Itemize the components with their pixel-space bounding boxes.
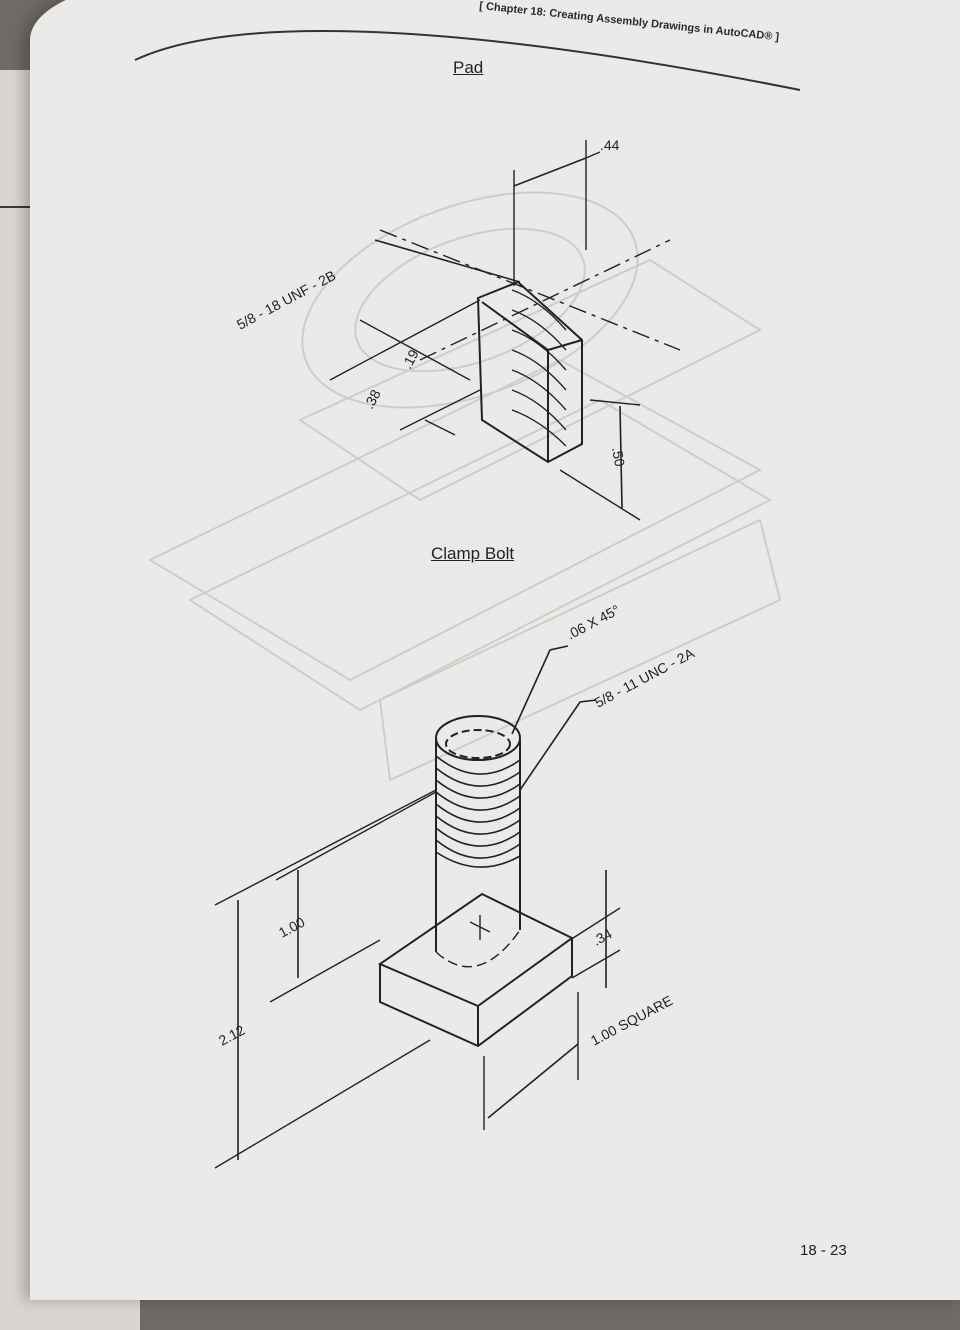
pad-height-ext-bottom — [559, 469, 641, 521]
bolt-top-end — [435, 715, 521, 761]
shank-length-dim: 1.00 — [276, 914, 308, 941]
shank-dim-ext-top — [275, 791, 437, 881]
pad-height-dim: .50 — [609, 446, 628, 468]
chamfer-callout: .06 X 45° — [564, 601, 623, 642]
bolt-head-top — [377, 892, 574, 1008]
bolt-head-hidden — [435, 929, 521, 968]
pad-width-dim-line — [513, 157, 587, 187]
header-rule — [134, 30, 801, 91]
head-size-dim: 1.00 SQUARE — [588, 992, 675, 1049]
pad-width-dim: .44 — [600, 137, 620, 153]
left-page-rule — [0, 206, 56, 208]
pad-dim-19-ext — [329, 299, 481, 381]
pad-thread-callout: 5/8 - 18 UNF - 2B — [234, 267, 338, 333]
pad-dim-38-line — [424, 419, 456, 436]
pad-height-ext-top — [589, 399, 641, 406]
overall-dim-ext-bottom — [214, 1039, 431, 1169]
pad-dim-38-ext — [399, 389, 481, 431]
pad-height-dim-line — [619, 405, 623, 509]
chamfer-leader — [511, 645, 569, 735]
head-size-dim-line — [487, 1043, 579, 1119]
overall-length-dim: 2.12 — [216, 1022, 248, 1049]
shank-dim-ext-bottom — [269, 939, 381, 1003]
book-page — [30, 0, 960, 1300]
page-number: 18 - 23 — [800, 1242, 847, 1259]
bolt-head-center — [469, 915, 491, 940]
pad-title: Pad — [453, 58, 484, 77]
head-height-dim: .34 — [590, 925, 615, 948]
pad-top-edge — [547, 339, 583, 351]
bolt-thread-callout: 5/8 - 11 UNC - 2A — [592, 644, 697, 710]
pad-width-leader — [585, 151, 601, 159]
pad-dim-19-line — [359, 319, 471, 381]
clamp-bolt-drawing — [214, 645, 621, 1169]
bolt-thread-leader — [519, 699, 597, 791]
pad-dim-19: .19 — [399, 347, 422, 372]
technical-drawing: .44 5/8 - 18 UNF - 2B .19 .38 .50 — [134, 30, 801, 1169]
bolt-head-sides — [379, 938, 573, 1048]
head-height-ext-top — [569, 907, 621, 941]
pad-drawing — [329, 140, 681, 521]
overall-dim-ext-top — [214, 789, 437, 906]
clamp-bolt-title: Clamp Bolt — [431, 544, 515, 563]
pad-thread-leader — [374, 239, 521, 283]
faded-background-drawing — [147, 191, 782, 782]
bolt-chamfer-ring — [445, 729, 511, 759]
head-height-ext-bottom — [571, 949, 621, 979]
bolt-thread-coils — [435, 755, 521, 868]
pad-centerlines — [379, 229, 681, 361]
pad-thread-lines — [511, 289, 567, 447]
